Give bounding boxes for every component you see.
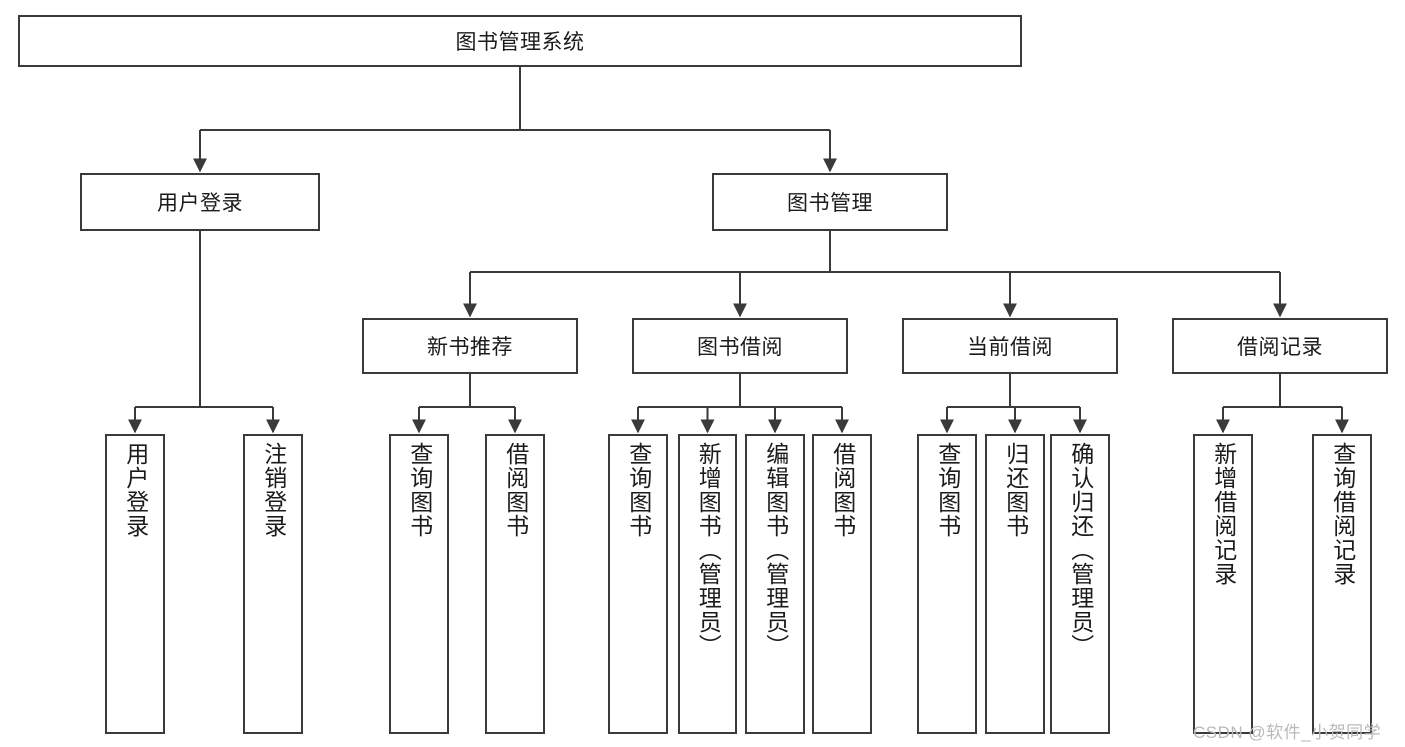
node-label-leaf-borrow-add-book: 新增图书（管理员）: [695, 442, 722, 658]
node-new-book-rec[interactable]: 新书推荐: [362, 318, 578, 374]
node-current-borrow[interactable]: 当前借阅: [902, 318, 1118, 374]
node-book-borrow[interactable]: 图书借阅: [632, 318, 848, 374]
node-label-leaf-borrow-query-book: 查询图书: [625, 442, 652, 538]
node-label-leaf-rec-query-book: 查询图书: [406, 442, 433, 538]
node-label-leaf-borrow-edit-book: 编辑图书（管理员）: [762, 442, 789, 658]
node-label-current-borrow: 当前借阅: [967, 336, 1053, 359]
node-leaf-rec-query-record[interactable]: 查询借阅记录: [1312, 434, 1372, 734]
node-book-manage[interactable]: 图书管理: [712, 173, 948, 231]
node-leaf-user-login[interactable]: 用户登录: [105, 434, 165, 734]
watermark-label: CSDN @软件_小贺同学: [1193, 723, 1382, 742]
node-label-leaf-borrow-borrow-book: 借阅图书: [829, 442, 856, 538]
node-leaf-rec-add-record[interactable]: 新增借阅记录: [1193, 434, 1253, 734]
node-label-leaf-rec-add-record: 新增借阅记录: [1210, 442, 1237, 586]
node-leaf-borrow-borrow-book[interactable]: 借阅图书: [812, 434, 872, 734]
node-label-leaf-rec-borrow-book: 借阅图书: [502, 442, 529, 538]
node-label-book-manage: 图书管理: [787, 192, 873, 215]
node-leaf-cur-return-book[interactable]: 归还图书: [985, 434, 1045, 734]
node-leaf-cur-confirm-return[interactable]: 确认归还（管理员）: [1050, 434, 1110, 734]
node-label-leaf-cur-confirm-return: 确认归还（管理员）: [1067, 442, 1094, 658]
node-label-user-login: 用户登录: [157, 192, 243, 215]
node-label-book-borrow: 图书借阅: [697, 336, 783, 359]
node-leaf-cur-query-book[interactable]: 查询图书: [917, 434, 977, 734]
node-leaf-rec-borrow-book[interactable]: 借阅图书: [485, 434, 545, 734]
node-leaf-user-logout[interactable]: 注销登录: [243, 434, 303, 734]
node-label-leaf-cur-query-book: 查询图书: [934, 442, 961, 538]
node-leaf-borrow-edit-book[interactable]: 编辑图书（管理员）: [745, 434, 805, 734]
node-label-leaf-user-logout: 注销登录: [260, 442, 287, 538]
node-label-leaf-cur-return-book: 归还图书: [1002, 442, 1029, 538]
node-label-root: 图书管理系统: [455, 31, 585, 54]
node-leaf-borrow-query-book[interactable]: 查询图书: [608, 434, 668, 734]
node-user-login[interactable]: 用户登录: [80, 173, 320, 231]
node-label-new-book-rec: 新书推荐: [427, 336, 513, 359]
node-borrow-record[interactable]: 借阅记录: [1172, 318, 1388, 374]
node-label-leaf-user-login: 用户登录: [122, 442, 149, 538]
node-leaf-rec-query-book[interactable]: 查询图书: [389, 434, 449, 734]
node-label-leaf-rec-query-record: 查询借阅记录: [1329, 442, 1356, 586]
node-root[interactable]: 图书管理系统: [18, 15, 1022, 67]
node-label-borrow-record: 借阅记录: [1237, 336, 1323, 359]
node-leaf-borrow-add-book[interactable]: 新增图书（管理员）: [678, 434, 737, 734]
